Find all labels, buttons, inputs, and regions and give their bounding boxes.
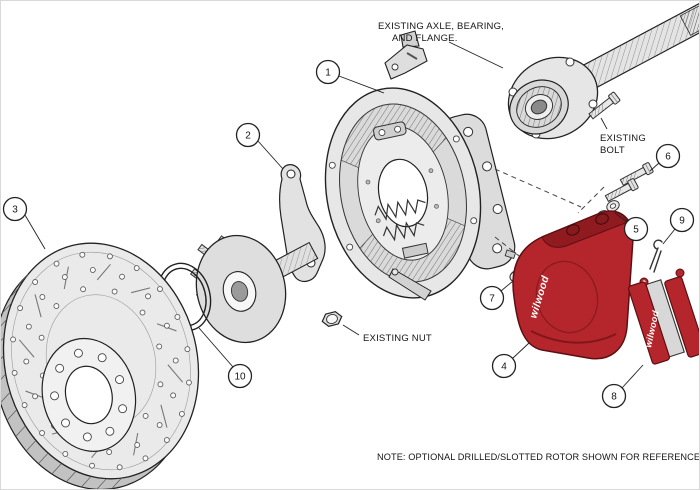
existing-nut xyxy=(321,311,343,327)
svg-text:2: 2 xyxy=(245,131,251,142)
callout-9: 9 xyxy=(669,207,695,233)
callout-5: 5 xyxy=(623,216,649,242)
callout-6: 6 xyxy=(655,143,681,169)
callout-4: 4 xyxy=(491,353,517,379)
backing-plate-top-bracket xyxy=(384,30,428,80)
label-existing-axle-line1: EXISTING AXLE, BEARING, xyxy=(378,21,504,32)
callout-2: 2 xyxy=(235,122,261,148)
leader-lines xyxy=(24,41,676,389)
label-existing-axle-line2: AND FLANGE. xyxy=(392,33,458,44)
brake-pads: wilwood xyxy=(627,268,699,365)
callout-7: 7 xyxy=(479,285,505,311)
drilled-slotted-rotor xyxy=(1,242,200,489)
svg-text:8: 8 xyxy=(611,392,617,403)
svg-text:1: 1 xyxy=(325,68,331,79)
cotter-pin xyxy=(649,239,663,273)
svg-text:7: 7 xyxy=(489,294,495,305)
assembly-dashed-lines xyxy=(494,168,605,264)
label-existing-bolt-line2: BOLT xyxy=(600,145,625,156)
svg-text:9: 9 xyxy=(679,216,685,227)
callout-8: 8 xyxy=(601,383,627,409)
brake-caliper: wilwood xyxy=(504,210,634,360)
drum-backing-plate xyxy=(324,87,482,299)
label-note: NOTE: OPTIONAL DRILLED/SLOTTED ROTOR SHO… xyxy=(377,452,700,462)
callout-10: 10 xyxy=(227,363,253,389)
axle-bearing xyxy=(509,79,569,135)
svg-text:4: 4 xyxy=(501,362,507,373)
callout-3: 3 xyxy=(2,196,28,222)
label-existing-nut: EXISTING NUT xyxy=(363,333,432,344)
label-existing-bolt-line1: EXISTING xyxy=(600,133,646,144)
parking-brake-lever xyxy=(388,268,432,301)
svg-text:5: 5 xyxy=(633,225,639,236)
callout-1: 1 xyxy=(315,59,341,85)
svg-text:6: 6 xyxy=(665,152,671,163)
svg-text:10: 10 xyxy=(234,372,246,383)
hub-flange xyxy=(189,234,287,344)
svg-text:3: 3 xyxy=(12,205,18,216)
